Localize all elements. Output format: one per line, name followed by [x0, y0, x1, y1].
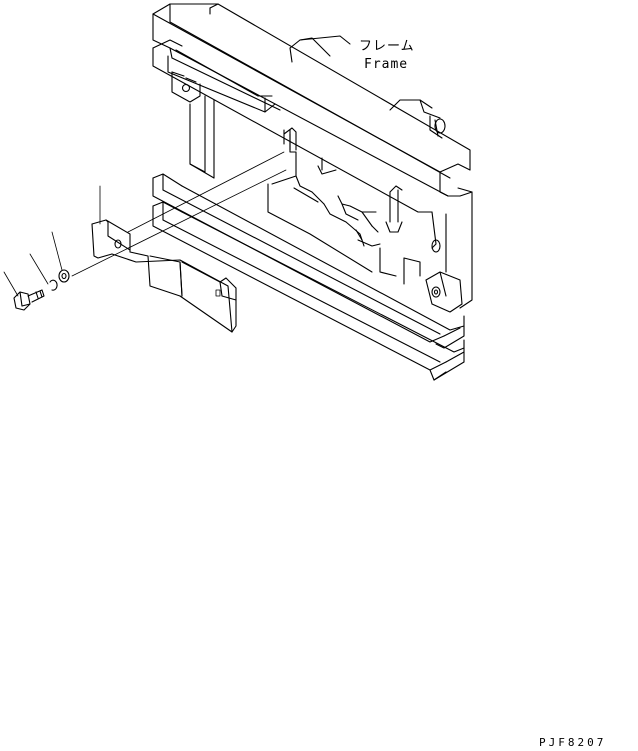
frame-right-bracket — [389, 99, 446, 139]
frame-label-english: Frame — [364, 57, 409, 72]
frame-lower-hinge — [425, 271, 463, 313]
frame-label-japanese: フレーム — [359, 39, 415, 54]
drawing-code: PJF8207 — [539, 736, 607, 749]
hex-bolt — [13, 289, 45, 311]
frame-lower-rail — [152, 173, 465, 349]
part-number-leaders — [3, 185, 101, 297]
frame-pin-bracket-center — [283, 127, 297, 151]
assembly-leader-lines — [71, 151, 287, 277]
frame-left-post — [189, 95, 215, 179]
frame-upper-rail — [152, 39, 433, 213]
frame-left-upper-bracket — [171, 71, 201, 103]
frame-pin-bracket-right — [385, 185, 403, 233]
frame-interior-panel — [267, 129, 381, 273]
frame-upper-beam — [152, 3, 471, 197]
frame-rear-hook — [289, 35, 351, 63]
frame-bottom-rail — [152, 201, 465, 381]
guard-plate — [91, 219, 237, 333]
washer — [58, 269, 70, 283]
spring-washer — [49, 279, 58, 291]
frame-right-upright — [379, 187, 473, 309]
